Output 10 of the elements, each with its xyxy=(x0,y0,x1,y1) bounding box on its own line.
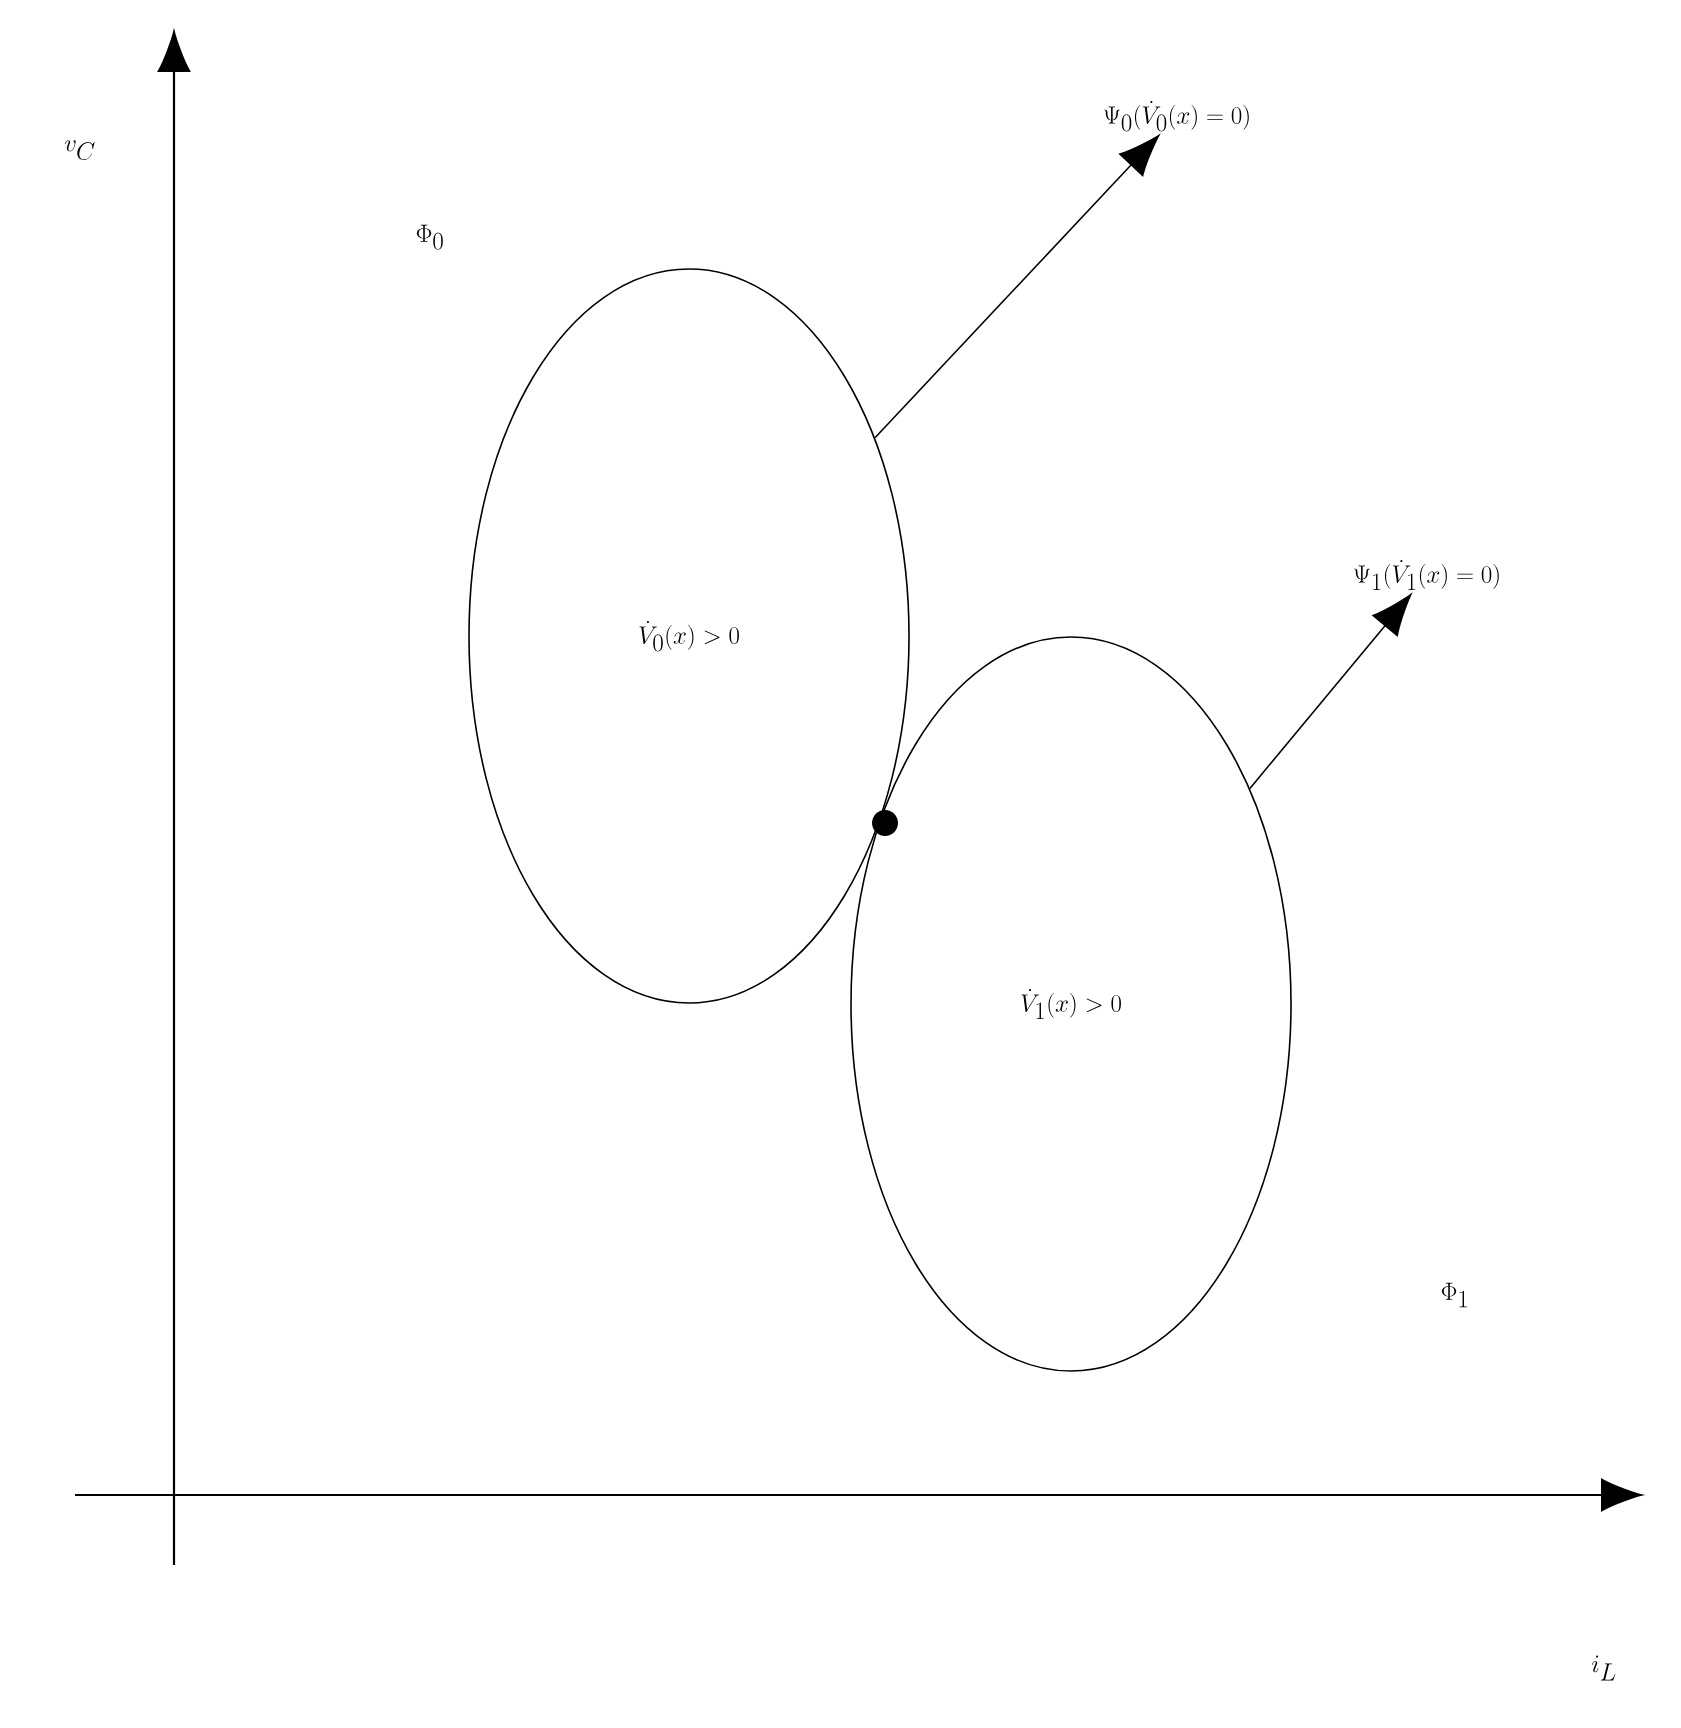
arrow xyxy=(1249,593,1412,790)
curve-label: $\Psi_1(\dot{V}_1(x)=0)$ xyxy=(1354,559,1499,591)
axis-label: $\Phi_0$ xyxy=(416,224,443,250)
ellipse-region: $\dot{V}_1(x)>0$ xyxy=(850,636,1292,1372)
axis-label: $\Phi_1$ xyxy=(1441,1282,1467,1308)
axis-label: $v_C$ xyxy=(64,140,95,161)
axis-label: $i_L$ xyxy=(1592,1655,1616,1681)
ellipse-region: $\dot{V}_0(x)>0$ xyxy=(468,268,910,1004)
arrow xyxy=(874,134,1160,439)
curve-label: $\Psi_0(\dot{V}_0(x)=0)$ xyxy=(1104,100,1249,132)
